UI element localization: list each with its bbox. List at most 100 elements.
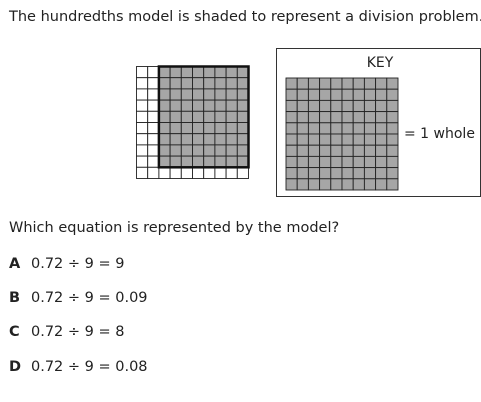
shaded-cell — [352, 178, 365, 191]
shaded-cell — [363, 122, 377, 135]
shaded-cell — [319, 144, 332, 157]
shaded-cell — [341, 111, 354, 124]
shaded-cell — [192, 155, 205, 168]
shaded-cell — [307, 77, 321, 90]
shaded-cell — [169, 66, 182, 79]
shaded-cell — [192, 77, 205, 90]
shaded-cell — [203, 133, 216, 146]
key-whole-grid — [285, 77, 399, 191]
shaded-cell — [330, 122, 343, 135]
shaded-region-outline — [157, 65, 250, 169]
shaded-cell — [375, 122, 388, 135]
shaded-cell — [319, 155, 332, 169]
shaded-cell — [341, 178, 354, 191]
empty-cell — [136, 155, 149, 168]
shaded-cell — [296, 122, 309, 135]
shaded-cell — [225, 99, 238, 112]
shaded-cell — [225, 110, 238, 123]
shaded-cell — [307, 99, 321, 113]
shaded-cell — [352, 88, 365, 101]
shaded-cell — [375, 155, 388, 169]
shaded-cell — [363, 178, 377, 191]
empty-cell — [147, 77, 160, 90]
shaded-cell — [386, 133, 399, 146]
shaded-cell — [158, 77, 171, 90]
shaded-cell — [180, 99, 193, 112]
shaded-cell — [375, 133, 388, 146]
option-letter: C — [9, 324, 20, 340]
shaded-cell — [169, 133, 182, 146]
shaded-cell — [180, 122, 193, 135]
shaded-cell — [203, 110, 216, 123]
shaded-cell — [192, 144, 205, 157]
shaded-cell — [225, 155, 238, 168]
shaded-cell — [386, 111, 399, 124]
shaded-cell — [169, 77, 182, 90]
shaded-cell — [386, 155, 399, 169]
shaded-cell — [341, 144, 354, 157]
shaded-cell — [330, 178, 343, 191]
shaded-cell — [236, 88, 249, 101]
shaded-cell — [169, 88, 182, 101]
option-text: 0.72 ÷ 9 = 0.09 — [31, 290, 148, 306]
shaded-cell — [236, 110, 249, 123]
shaded-cell — [386, 178, 399, 191]
shaded-cell — [307, 167, 321, 180]
shaded-cell — [363, 155, 377, 169]
shaded-cell — [169, 122, 182, 135]
shaded-cell — [236, 77, 249, 90]
shaded-cell — [375, 88, 388, 101]
shaded-cell — [386, 144, 399, 157]
empty-cell — [147, 99, 160, 112]
shaded-cell — [352, 111, 365, 124]
empty-cell — [147, 66, 160, 79]
shaded-cell — [203, 88, 216, 101]
shaded-cell — [225, 122, 238, 135]
empty-cell — [225, 166, 238, 179]
shaded-cell — [169, 144, 182, 157]
question-text: Which equation is represented by the mod… — [9, 220, 340, 236]
empty-cell — [147, 166, 160, 179]
shaded-cell — [319, 99, 332, 113]
shaded-cell — [307, 155, 321, 169]
shaded-cell — [203, 99, 216, 112]
shaded-cell — [158, 88, 171, 101]
empty-cell — [136, 144, 149, 157]
shaded-cell — [363, 144, 377, 157]
empty-cell — [136, 66, 149, 79]
shaded-cell — [352, 122, 365, 135]
shaded-cell — [158, 155, 171, 168]
shaded-cell — [319, 88, 332, 101]
empty-cell — [169, 166, 182, 179]
shaded-cell — [307, 111, 321, 124]
shaded-cell — [158, 133, 171, 146]
shaded-cell — [352, 167, 365, 180]
shaded-cell — [285, 88, 298, 101]
shaded-cell — [225, 77, 238, 90]
empty-cell — [203, 166, 216, 179]
shaded-cell — [203, 66, 216, 79]
shaded-cell — [285, 122, 298, 135]
shaded-cell — [180, 66, 193, 79]
shaded-cell — [192, 66, 205, 79]
shaded-cell — [352, 77, 365, 90]
shaded-cell — [341, 77, 354, 90]
shaded-cell — [307, 88, 321, 101]
empty-cell — [180, 166, 193, 179]
shaded-cell — [158, 110, 171, 123]
option-letter: A — [9, 256, 21, 272]
shaded-cell — [285, 178, 298, 191]
empty-cell — [136, 122, 149, 135]
shaded-cell — [285, 167, 298, 180]
shaded-cell — [352, 144, 365, 157]
shaded-cell — [236, 99, 249, 112]
shaded-cell — [203, 155, 216, 168]
shaded-cell — [386, 122, 399, 135]
empty-cell — [136, 166, 149, 179]
empty-cell — [147, 133, 160, 146]
shaded-cell — [214, 155, 227, 168]
